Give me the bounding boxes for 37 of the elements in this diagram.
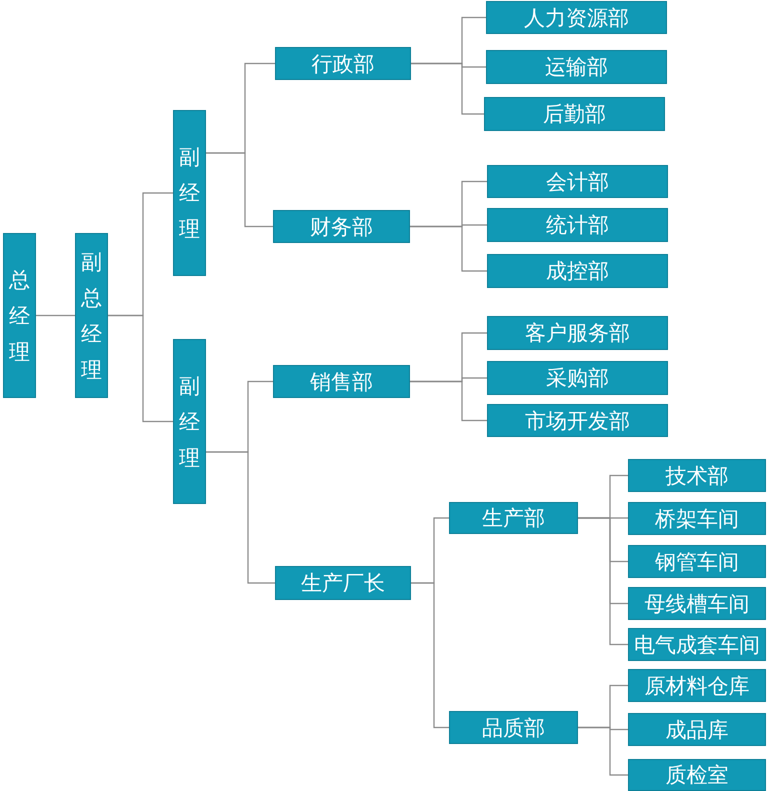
- org-box: 人力资源部: [486, 1, 667, 34]
- org-box: 电气成套车间: [628, 628, 766, 661]
- org-box: 桥架车间: [628, 502, 766, 535]
- org-box: 销售部: [273, 365, 410, 398]
- connector-line: [578, 726, 628, 776]
- org-box: 会计部: [487, 165, 668, 198]
- org-box: 技术部: [628, 459, 766, 492]
- org-box: 财务部: [273, 210, 410, 243]
- org-box: 副经理: [173, 110, 206, 276]
- connector-line: [36, 314, 75, 316]
- connector-line: [578, 517, 628, 646]
- org-box: 成控部: [487, 254, 668, 288]
- connector-line: [411, 582, 449, 728]
- org-box: 统计部: [487, 208, 668, 242]
- org-box: 副经理: [173, 339, 206, 504]
- org-box: 质检室: [628, 759, 766, 791]
- connector-line: [206, 152, 273, 228]
- org-box: 总经理: [3, 233, 36, 398]
- org-box: 行政部: [275, 47, 411, 80]
- connector-line: [410, 380, 487, 422]
- org-box: 客户服务部: [487, 316, 668, 350]
- org-box: 后勤部: [484, 97, 665, 131]
- org-box: 成品库: [628, 713, 766, 746]
- org-box: 生产部: [449, 502, 578, 534]
- org-box: 市场开发部: [487, 404, 668, 437]
- org-box: 生产厂长: [275, 566, 411, 600]
- org-box: 运输部: [486, 50, 667, 84]
- org-box: 原材料仓库: [628, 669, 766, 702]
- org-box: 钢管车间: [628, 545, 766, 578]
- org-box: 采购部: [487, 361, 668, 395]
- connector-line: [410, 226, 487, 272]
- connector-line: [108, 314, 173, 422]
- org-box: 品质部: [449, 711, 578, 744]
- connector-line: [206, 451, 275, 584]
- org-box: 母线槽车间: [628, 587, 766, 620]
- org-box: 副总经理: [75, 233, 108, 398]
- connector-line: [411, 62, 484, 115]
